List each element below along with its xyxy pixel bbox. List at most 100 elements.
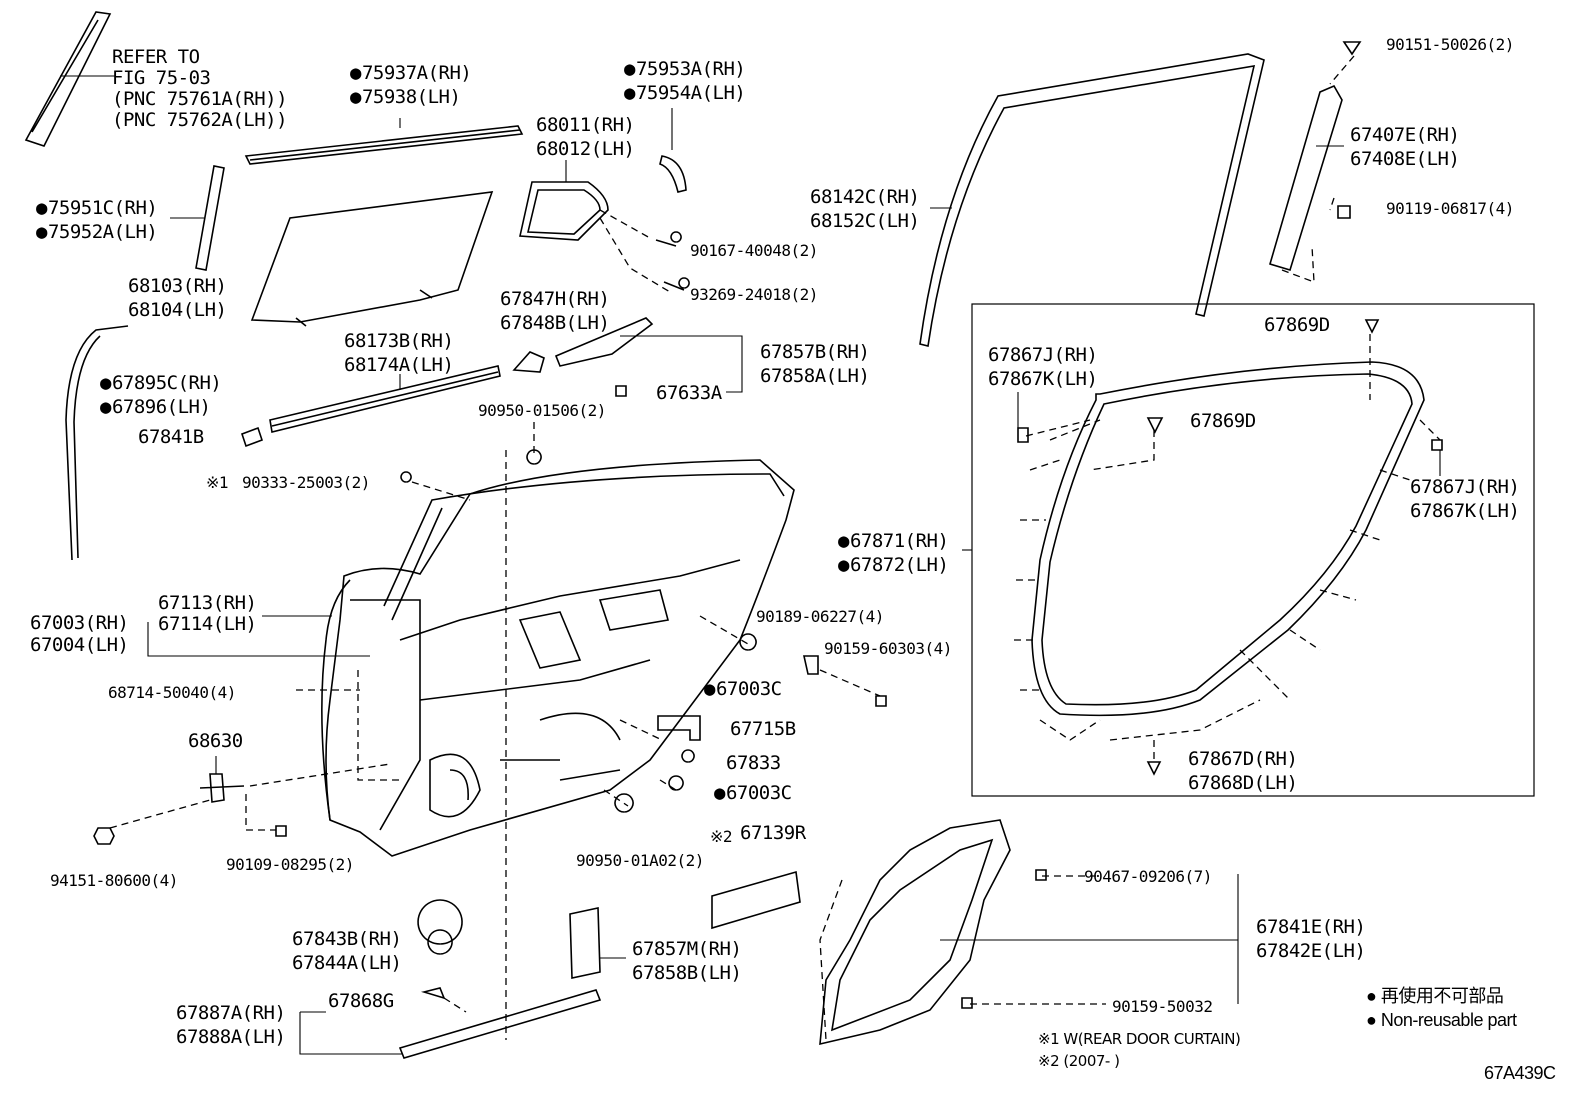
- part-67868g: 67868G: [328, 990, 394, 1012]
- screw-90167: [655, 231, 682, 247]
- service-cover: [819, 819, 1011, 1046]
- regulator-rail: [554, 317, 654, 367]
- part-67871: 67871(RH): [838, 530, 949, 552]
- refer-to-line4: (PNC 75762A(LH)): [112, 109, 288, 131]
- legend-jp-text: 再使用不可部品: [1380, 986, 1504, 1006]
- part-68142c: 68142C(RH): [810, 186, 920, 208]
- frame-molding: [919, 53, 1265, 347]
- part-67715b: 67715B: [730, 718, 796, 740]
- part-67841b: 67841B: [138, 426, 204, 448]
- part-67895c: 67895C(RH): [100, 372, 222, 394]
- part-67867d: 67867D(RH): [1188, 748, 1298, 770]
- part-67872: 67872(LH): [838, 554, 949, 576]
- refer-to-line1: REFER TO: [112, 46, 200, 68]
- pillar-garnish: [24, 11, 112, 147]
- part-68012: 68012(LH): [536, 138, 635, 160]
- regulator-bracket: [512, 351, 545, 373]
- part-67408e: 67408E(LH): [1350, 148, 1460, 170]
- part-67869d-top: 67869D: [1264, 314, 1330, 336]
- part-67004: 67004(LH): [30, 634, 129, 656]
- part-75954a: 75954A(LH): [624, 82, 746, 104]
- legend-bullet-icon: ●: [1366, 986, 1377, 1006]
- part-67833: 67833: [726, 752, 781, 774]
- part-90189: 90189-06227(4): [756, 607, 884, 626]
- diagram-code: 67A439C: [1484, 1063, 1556, 1083]
- part-67633a: 67633A: [656, 382, 722, 404]
- part-90119: 90119-06817(4): [1386, 199, 1514, 218]
- part-67003: 67003(RH): [30, 612, 129, 634]
- part-67857m: 67857M(RH): [632, 938, 742, 960]
- part-67848b: 67848B(LH): [500, 312, 610, 334]
- run-channel: [65, 325, 129, 561]
- footnote-1: ※1 W(REAR DOOR CURTAIN): [1038, 1030, 1241, 1048]
- part-67858b: 67858B(LH): [632, 962, 742, 984]
- part-67841e: 67841E(RH): [1256, 916, 1366, 938]
- weatherstrip-corner: [659, 155, 687, 193]
- part-93269: 93269-24018(2): [690, 285, 818, 304]
- clip-67841b: [240, 426, 264, 448]
- part-67003c-upper: 67003C: [704, 678, 782, 700]
- part-90167: 90167-40048(2): [690, 241, 818, 260]
- part-67867j-left: 67867J(RH): [988, 344, 1098, 366]
- refer-to-line3: (PNC 75761A(RH)): [112, 88, 288, 110]
- part-90333: 90333-25003(2): [242, 473, 370, 492]
- legend-english: ● Non-reusable part: [1366, 1009, 1517, 1031]
- part-67867j-right: 67867J(RH): [1410, 476, 1520, 498]
- part-68011: 68011(RH): [536, 114, 635, 136]
- part-90467: 90467-09206(7): [1084, 867, 1212, 886]
- part-67113: 67113(RH): [158, 592, 257, 614]
- part-67114: 67114(LH): [158, 613, 257, 635]
- part-67868d: 67868D(LH): [1188, 772, 1298, 794]
- part-68103: 68103(RH): [128, 275, 227, 297]
- footnote-2: ※2 (2007- ): [1038, 1052, 1120, 1070]
- part-67896: 67896(LH): [100, 396, 211, 418]
- legend-bullet-icon: ●: [1366, 1010, 1377, 1030]
- door-lock: [199, 773, 245, 803]
- part-68173b: 68173B(RH): [344, 330, 454, 352]
- part-68104: 68104(LH): [128, 299, 227, 321]
- part-75951c: 75951C(RH): [36, 197, 158, 219]
- part-90159-60303: 90159-60303(4): [824, 639, 952, 658]
- lower-molding: [398, 989, 602, 1059]
- part-67842e: 67842E(LH): [1256, 940, 1366, 962]
- part-67003c-lower: 67003C: [714, 782, 792, 804]
- part-68630: 68630: [188, 730, 243, 752]
- part-90950-01506: 90950-01506(2): [478, 401, 606, 420]
- door-frame-garnish: [1269, 84, 1343, 271]
- division-bar: [195, 165, 225, 271]
- quarter-window: [519, 181, 609, 241]
- part-67858a: 67858A(LH): [760, 365, 870, 387]
- legend-japanese: ● 再使用不可部品: [1366, 985, 1504, 1007]
- belt-molding-top: [244, 125, 524, 165]
- plug-90950: [614, 793, 634, 813]
- clip-90189: [803, 655, 819, 675]
- part-67867k-left: 67867K(LH): [988, 368, 1098, 390]
- part-67407e: 67407E(RH): [1350, 124, 1460, 146]
- part-94151: 94151-80600(4): [50, 871, 178, 890]
- pad-67715: [657, 715, 701, 741]
- door-outer-panel: [321, 579, 351, 821]
- mark-1: ※1: [206, 473, 229, 492]
- belt-weatherstrip: [269, 365, 501, 433]
- part-68174a: 68174A(LH): [344, 354, 454, 376]
- part-67844a: 67844A(LH): [292, 952, 402, 974]
- part-75952a: 75952A(LH): [36, 221, 158, 243]
- part-67857b: 67857B(RH): [760, 341, 870, 363]
- part-67847h: 67847H(RH): [500, 288, 610, 310]
- part-75938: 75938(LH): [350, 86, 461, 108]
- door-weatherstrip: [1031, 361, 1425, 717]
- speaker-cover: [417, 899, 463, 955]
- part-90159-50032: 90159-50032: [1112, 997, 1213, 1016]
- part-67867k-right: 67867K(LH): [1410, 500, 1520, 522]
- part-67139r: 67139R: [740, 822, 806, 844]
- mark-2: ※2: [710, 827, 733, 846]
- part-90950-01a02: 90950-01A02(2): [576, 851, 704, 870]
- door-glass: [250, 191, 494, 323]
- part-90151: 90151-50026(2): [1386, 35, 1514, 54]
- part-68714: 68714-50040(4): [108, 683, 236, 702]
- curtain-sheet: [711, 870, 801, 930]
- part-67869d-mid: 67869D: [1190, 410, 1256, 432]
- part-67843b: 67843B(RH): [292, 928, 402, 950]
